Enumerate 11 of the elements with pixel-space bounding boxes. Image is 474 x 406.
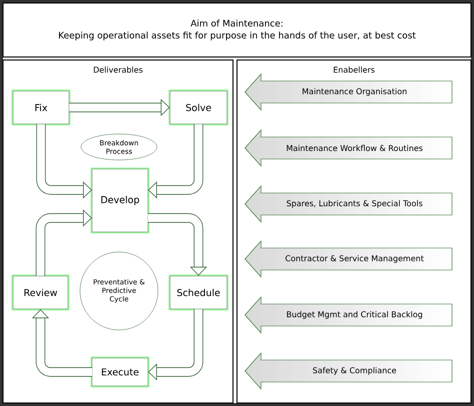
process-box: Fix — [12, 90, 70, 126]
process-box: Develop — [90, 168, 150, 234]
block-arrow — [148, 213, 208, 276]
block-arrow — [36, 209, 92, 276]
process-box: Solve — [168, 90, 228, 126]
block-arrow — [32, 309, 92, 377]
block-arrow — [148, 124, 204, 199]
process-box: Review — [12, 274, 70, 310]
block-arrow — [148, 309, 204, 381]
aim-box: Aim of Maintenance: Keeping operational assets fit for purpose in the hands of the user, at best cost — [2, 2, 472, 58]
process-box: Schedule — [168, 274, 228, 310]
